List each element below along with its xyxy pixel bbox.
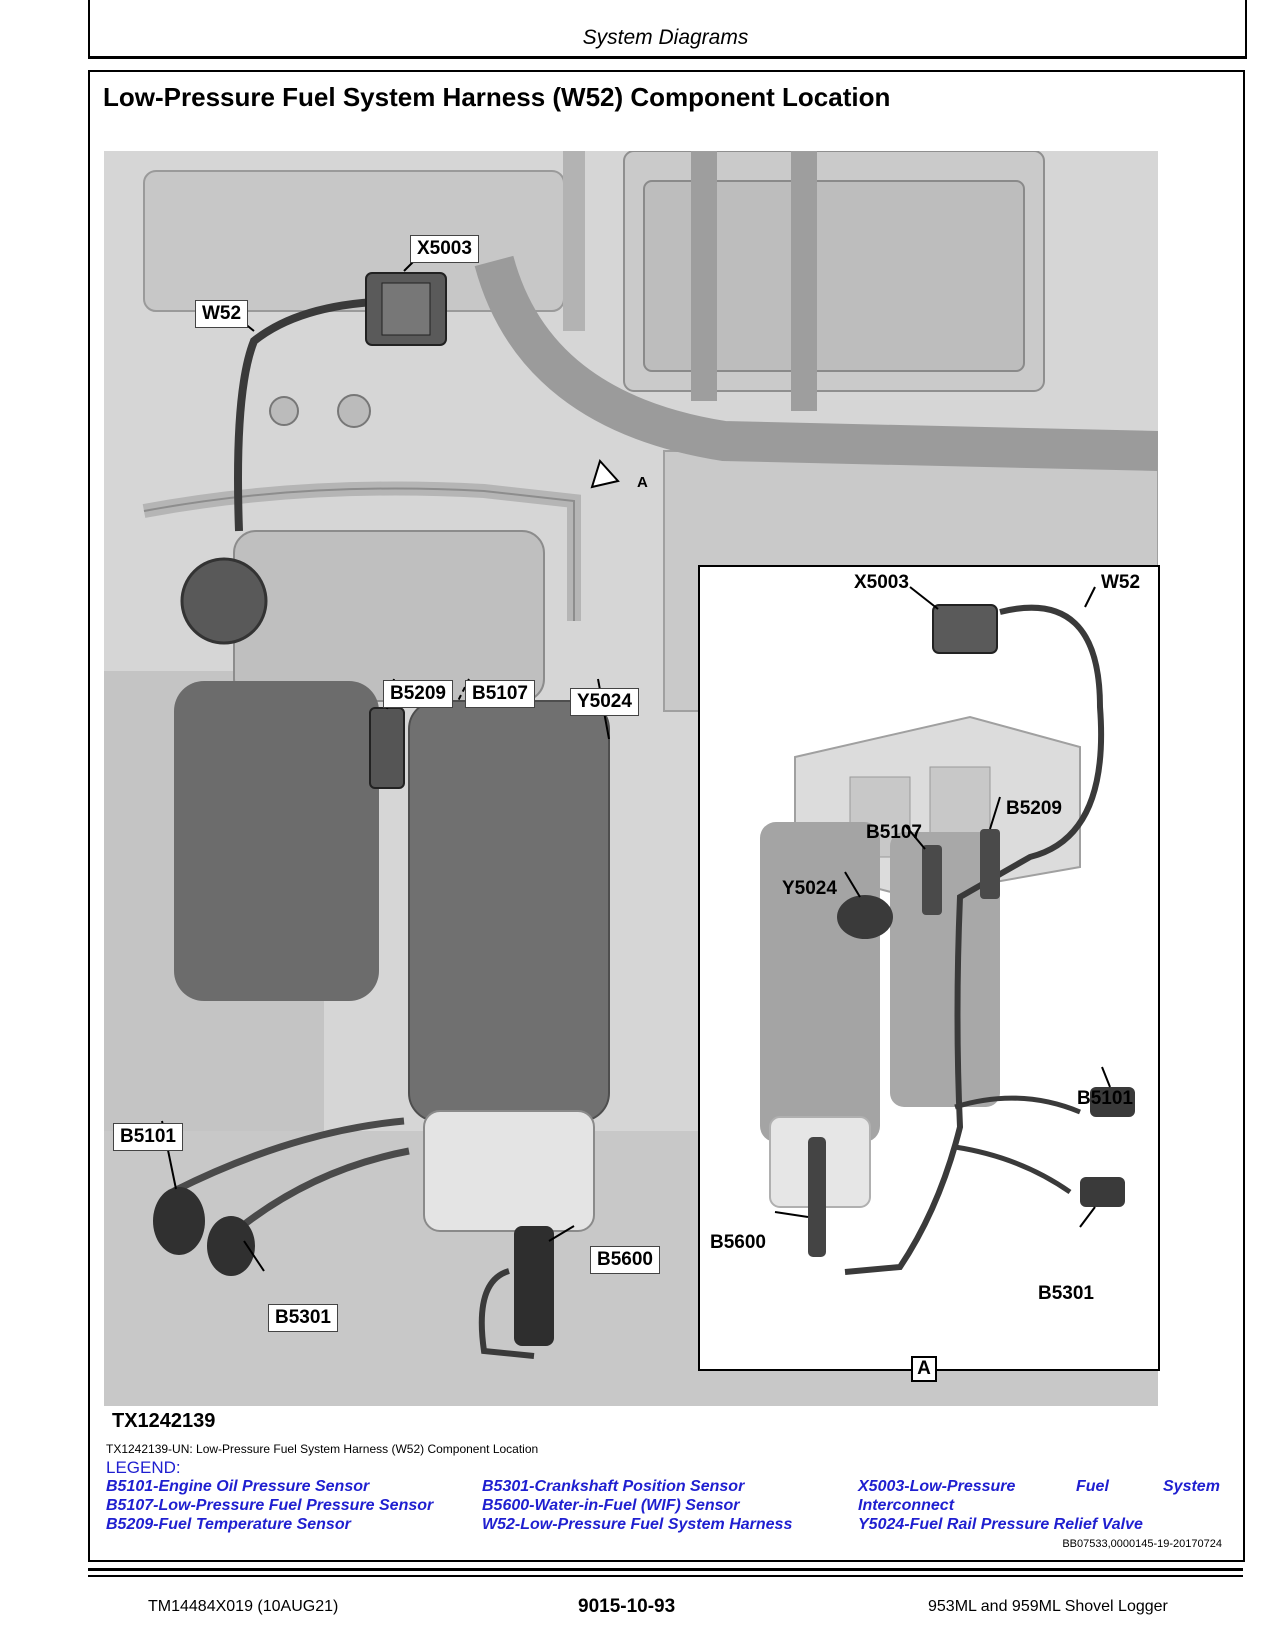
legend-item: B5209-Fuel Temperature Sensor [106, 1516, 351, 1533]
inset-callout-w52: W52 [1101, 572, 1141, 593]
legend-item: B5600-Water-in-Fuel (WIF) Sensor [482, 1497, 740, 1514]
legend-item: System [1163, 1478, 1220, 1495]
legend-item: B5301-Crankshaft Position Sensor [482, 1478, 745, 1495]
content-box [88, 70, 1245, 1562]
legend-item: W52-Low-Pressure Fuel System Harness [482, 1516, 793, 1533]
inset-callout-x5003: X5003 [854, 572, 909, 593]
footer-manual-id: TM14484X019 (10AUG21) [148, 1598, 339, 1615]
callout-b5600: B5600 [590, 1246, 660, 1274]
footer-rule [88, 1575, 1243, 1577]
footer-page-number: 9015-10-93 [578, 1596, 676, 1617]
inset-callout-b5101: B5101 [1077, 1088, 1133, 1109]
figure-caption: TX1242139-UN: Low-Pressure Fuel System H… [106, 1442, 539, 1456]
callout-b5209: B5209 [383, 680, 453, 708]
section-title: System Diagrams [582, 26, 749, 49]
callout-w52: W52 [195, 300, 249, 328]
callout-b5101: B5101 [113, 1123, 183, 1151]
legend-item: Interconnect [858, 1497, 955, 1514]
inset-callout-b5107: B5107 [866, 822, 922, 843]
callout-y5024: Y5024 [570, 688, 639, 716]
inset-callout-b5209: B5209 [1006, 798, 1062, 819]
callout-b5301: B5301 [268, 1304, 338, 1332]
footer-rule [88, 1568, 1243, 1571]
callout-x5003: X5003 [410, 235, 479, 263]
inset-detail-a [698, 565, 1160, 1371]
legend-item: Y5024-Fuel Rail Pressure Relief Valve [858, 1516, 1143, 1533]
inset-illustration [700, 567, 1158, 1369]
callout-b5107: B5107 [465, 680, 535, 708]
page-title: Low-Pressure Fuel System Harness (W52) C… [103, 82, 891, 112]
footer-machine-name: 953ML and 959ML Shovel Logger [928, 1598, 1168, 1615]
legend-item: B5101-Engine Oil Pressure Sensor [106, 1478, 370, 1495]
legend-item: B5107-Low-Pressure Fuel Pressure Sensor [106, 1497, 434, 1514]
legend-item: Fuel [1076, 1478, 1109, 1495]
inset-tag-a: A [911, 1356, 937, 1382]
inset-callout-b5600: B5600 [710, 1232, 766, 1253]
header-frame [88, 0, 1247, 59]
figure-id: TX1242139 [112, 1410, 216, 1432]
legend-heading: LEGEND: [106, 1458, 181, 1477]
document-reference: BB07533,0000145-19-20170724 [1062, 1538, 1222, 1550]
legend-item: X5003-Low-Pressure [858, 1478, 1016, 1495]
inset-callout-b5301: B5301 [1038, 1283, 1094, 1304]
inset-callout-y5024: Y5024 [782, 878, 837, 899]
callout-a-marker: A [637, 474, 648, 491]
